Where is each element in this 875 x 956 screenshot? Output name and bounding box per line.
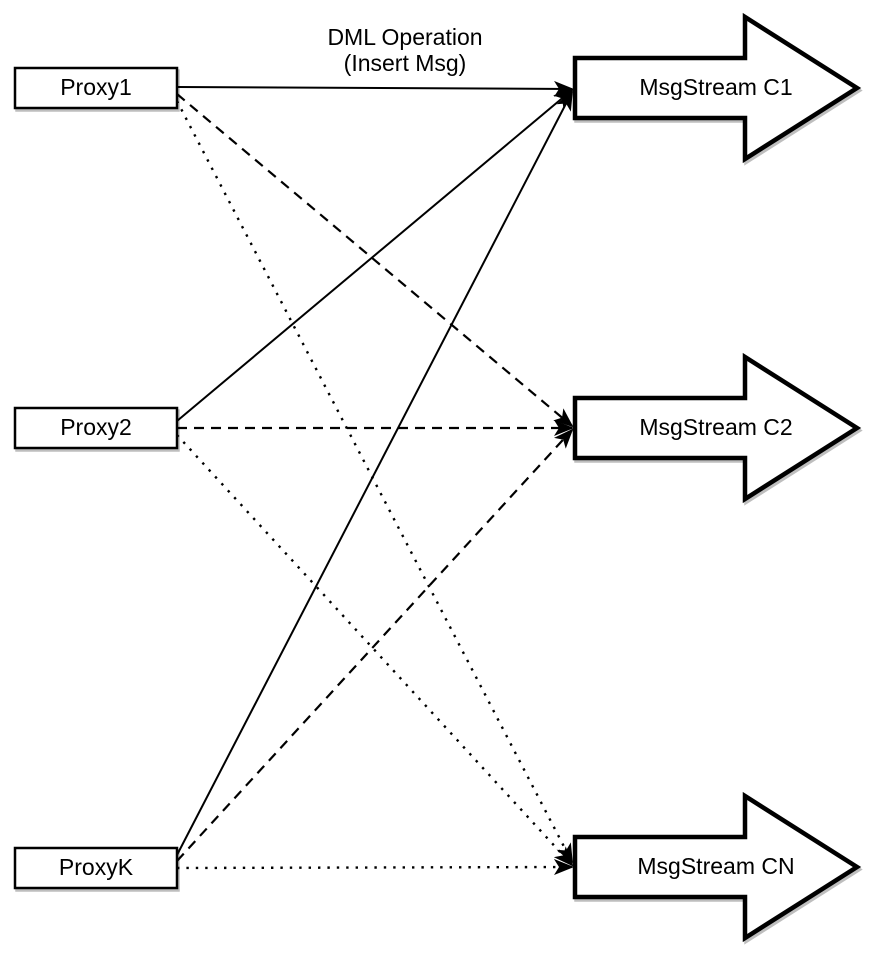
msgstream-c1-label: MsgStream C1 — [639, 74, 792, 100]
msgstream-cn-node: MsgStream CN — [572, 791, 863, 945]
annotation-dml-operation-line1: DML Operation — [327, 24, 482, 50]
edge-proxy1-msgstream-c2 — [176, 93, 574, 428]
edge-proxy1-msgstream-c1 — [176, 80, 574, 97]
msgstream-c1-node: MsgStream C1 — [572, 12, 863, 166]
msgstream-cn-label: MsgStream CN — [637, 853, 794, 879]
proxy1-box — [13, 66, 179, 110]
proxyk-node: ProxyK — [13, 846, 180, 892]
proxy1-node: Proxy1 — [13, 66, 180, 112]
proxyk-label: ProxyK — [59, 854, 134, 880]
proxy2-node: Proxy2 — [13, 406, 180, 452]
msgstream-c2-node: MsgStream C2 — [572, 352, 863, 506]
annotation-dml-operation-line2: (Insert Msg) — [344, 50, 467, 76]
edge-proxyk-msgstream-c2 — [176, 428, 574, 862]
msgstream-cn-shape — [572, 791, 862, 943]
edge-proxy1-msgstream-cn — [175, 100, 574, 864]
edge-proxyk-msgstream-cn — [176, 859, 574, 876]
proxy2-label: Proxy2 — [60, 414, 132, 440]
proxy1-label: Proxy1 — [60, 74, 132, 100]
edge-proxy2-msgstream-c1 — [176, 88, 574, 422]
proxy2-box — [13, 406, 179, 450]
msgstream-c2-shape — [572, 352, 862, 504]
edge-proxy2-msgstream-cn — [176, 434, 574, 867]
msgstream-c2-label: MsgStream C2 — [639, 414, 792, 440]
edge-proxyk-msgstream-c1 — [176, 90, 573, 856]
msgstream-c1-shape — [572, 12, 862, 164]
proxyk-box — [13, 846, 179, 890]
